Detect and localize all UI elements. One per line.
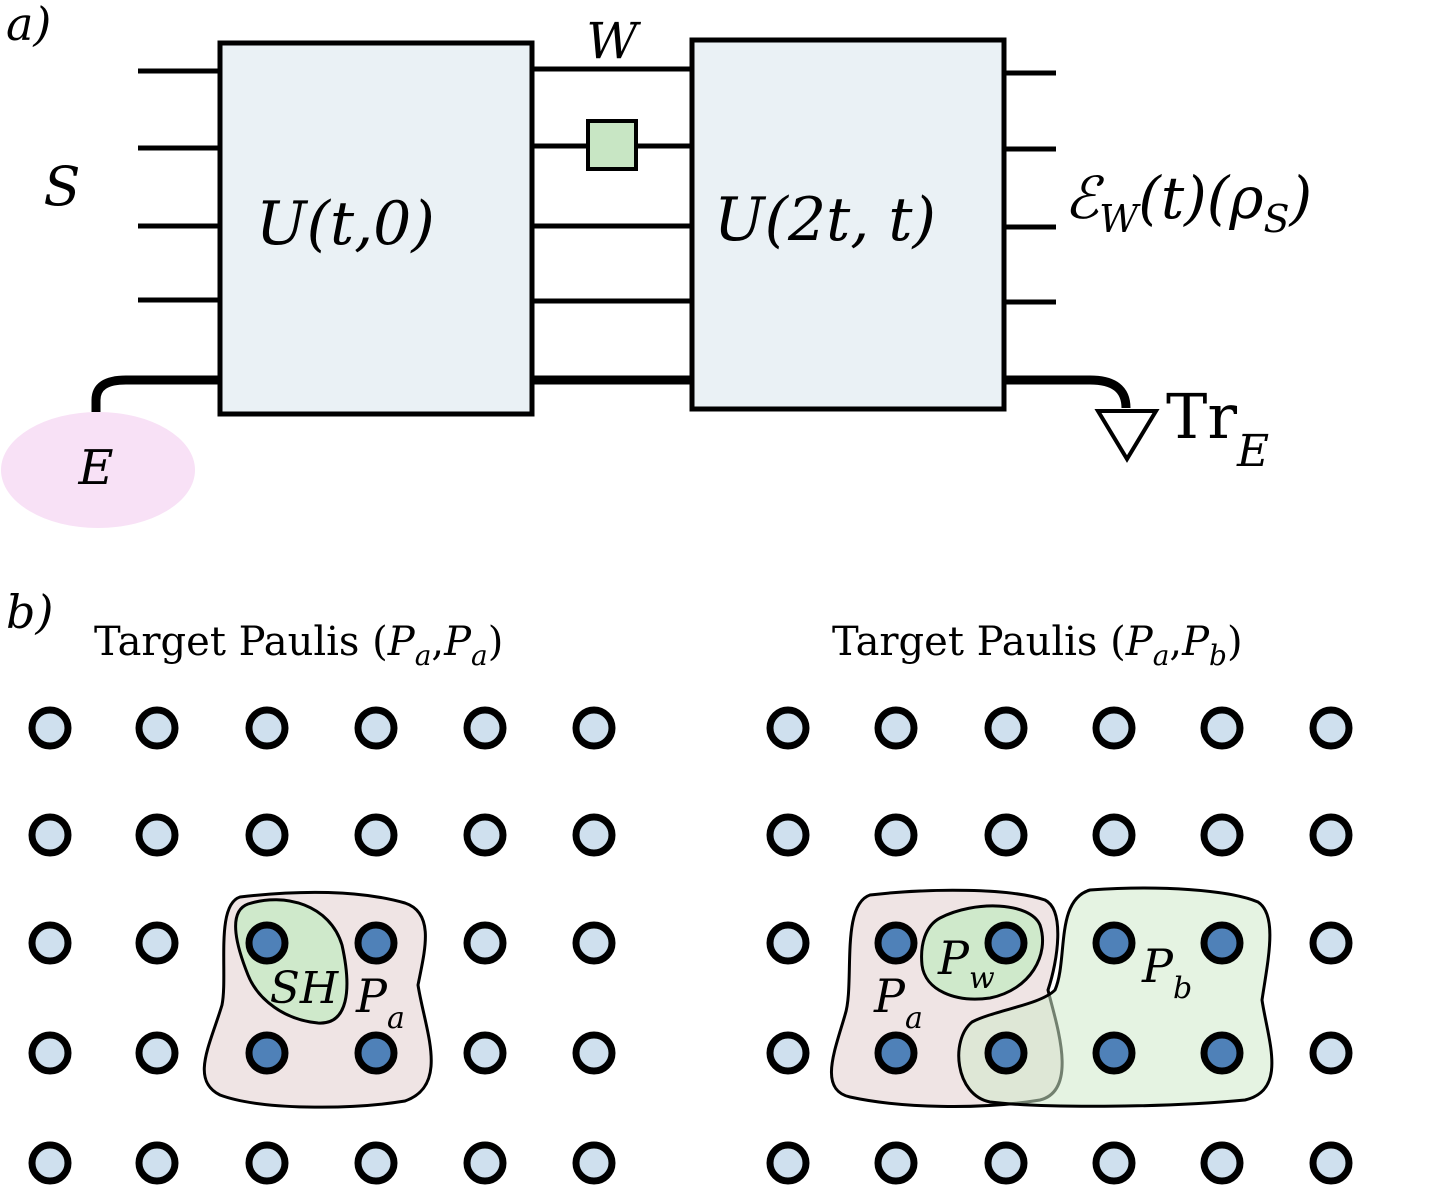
left-title: Target Paulis (Pa,Pa) <box>94 619 503 672</box>
right-lattice-site-active <box>1092 1031 1136 1075</box>
environment-label: E <box>77 440 113 496</box>
panel-b-label: b) <box>6 585 53 639</box>
left-lattice-site <box>135 706 179 750</box>
right-lattice-site <box>766 1141 810 1185</box>
left-lattice-site <box>245 813 289 857</box>
gate-u-2t-t <box>689 37 1007 412</box>
gate-u-t-0 <box>217 40 535 417</box>
middle-wires <box>532 66 692 304</box>
right-lattice-site <box>766 706 810 750</box>
right-lattice-site <box>984 1141 1028 1185</box>
right-lattice-site-active <box>1200 921 1244 965</box>
right-lattice-site <box>1092 1141 1136 1185</box>
right-lattice-site <box>1092 813 1136 857</box>
right-lattice-site <box>1092 706 1136 750</box>
right-lattice-site-active <box>984 921 1028 965</box>
left-lattice-site <box>354 813 398 857</box>
left-lattice-site-active <box>245 921 289 965</box>
right-pb-region <box>957 886 1274 1108</box>
right-lattice-site <box>874 1141 918 1185</box>
left-lattice-site <box>572 921 616 965</box>
right-pa-label: Pa <box>873 969 923 1036</box>
env-wire-in <box>91 375 220 412</box>
left-lattice-site <box>135 1031 179 1075</box>
left-lattice-site <box>28 706 72 750</box>
right-lattice-site <box>984 813 1028 857</box>
left-lattice-site <box>572 706 616 750</box>
output-channel-label: ℰW(t)(ρS) <box>1064 164 1312 241</box>
left-lattice-site <box>572 1141 616 1185</box>
right-pb-label: Pb <box>1141 939 1192 1006</box>
system-label: S <box>44 155 81 218</box>
left-lattice-site <box>135 921 179 965</box>
left-lattice-site <box>463 921 507 965</box>
right-lattice-site <box>1309 813 1353 857</box>
left-lattice-site <box>463 1031 507 1075</box>
left-lattice <box>28 706 616 1185</box>
left-lattice-site <box>28 813 72 857</box>
left-lattice-site <box>572 813 616 857</box>
left-lattice-site <box>135 1141 179 1185</box>
left-lattice-site <box>354 706 398 750</box>
left-lattice-site-active <box>354 921 398 965</box>
left-lattice-site <box>245 706 289 750</box>
left-lattice-site <box>572 1031 616 1075</box>
left-pa-label: Pa <box>355 969 405 1036</box>
right-lattice-site <box>766 813 810 857</box>
right-lattice-site <box>874 706 918 750</box>
left-lattice-site-active <box>245 1031 289 1075</box>
left-lattice-site <box>135 813 179 857</box>
left-lattice-site <box>28 921 72 965</box>
left-lattice-site <box>245 1141 289 1185</box>
right-lattice-site-active <box>1200 1031 1244 1075</box>
trace-label: TrE <box>1166 380 1269 477</box>
right-lattice-site-active <box>874 921 918 965</box>
w-label: W <box>586 12 641 70</box>
right-lattice-site <box>1309 1031 1353 1075</box>
left-lattice-site-active <box>354 1031 398 1075</box>
env-wire-out <box>1004 375 1131 409</box>
w-perturbation-box <box>586 119 638 171</box>
right-lattice-site <box>766 921 810 965</box>
right-lattice-site <box>1309 1141 1353 1185</box>
right-title: Target Paulis (Pa,Pb) <box>832 619 1243 672</box>
left-lattice-site <box>463 1141 507 1185</box>
right-lattice <box>766 706 1353 1185</box>
left-lattice-site <box>463 706 507 750</box>
right-pw-label: Pw <box>937 931 995 996</box>
trace-triangle-icon <box>1094 409 1160 463</box>
left-sh-label: SH <box>270 963 340 1014</box>
panel-a-label: a) <box>6 0 51 51</box>
right-lattice-site-active <box>874 1031 918 1075</box>
output-wires <box>1004 70 1056 305</box>
gate1-label: U(t,0) <box>256 189 435 259</box>
left-lattice-site <box>463 813 507 857</box>
right-lattice-site <box>984 706 1028 750</box>
left-lattice-site <box>28 1031 72 1075</box>
right-lattice-site <box>1200 1141 1244 1185</box>
left-lattice-site <box>28 1141 72 1185</box>
right-lattice-site <box>1309 921 1353 965</box>
right-lattice-site <box>874 813 918 857</box>
right-lattice-site <box>1200 813 1244 857</box>
gate2-label: U(2t, t) <box>714 185 936 255</box>
left-lattice-site <box>354 1141 398 1185</box>
right-lattice-site <box>1200 706 1244 750</box>
environment-blob <box>1 412 195 528</box>
right-lattice-site <box>1309 706 1353 750</box>
right-lattice-site-active <box>984 1031 1028 1075</box>
right-lattice-site <box>766 1031 810 1075</box>
input-wires <box>138 68 220 303</box>
right-lattice-site-active <box>1092 921 1136 965</box>
